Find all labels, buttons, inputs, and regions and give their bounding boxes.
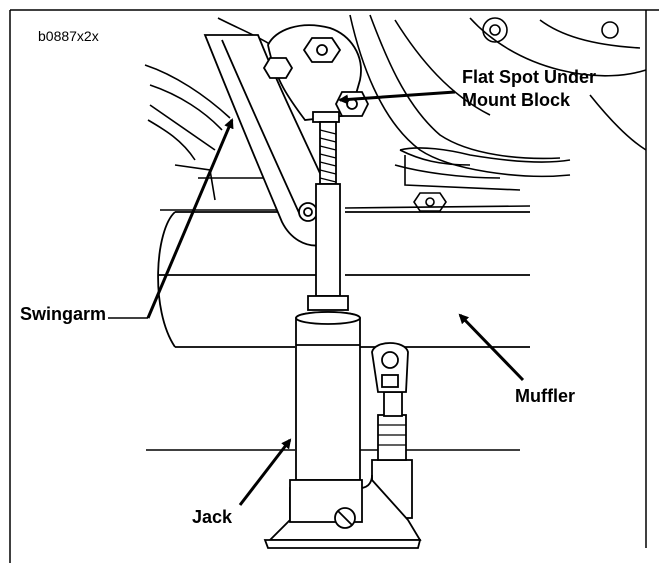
jack-leader — [238, 438, 292, 506]
jack-screw — [312, 111, 341, 297]
figure-code: b0887x2x — [38, 28, 99, 44]
chassis-line-art — [144, 14, 647, 212]
callout-flat-spot-line1: Flat Spot Under — [462, 67, 596, 87]
swingarm-leader — [146, 118, 234, 319]
callout-swingarm: Swingarm — [20, 304, 107, 324]
frame — [9, 9, 659, 563]
mount-block — [262, 24, 370, 121]
jack-body — [263, 295, 422, 549]
callout-jack: Jack — [192, 507, 233, 527]
leader-lines — [146, 90, 525, 506]
callout-flat-spot-line2: Mount Block — [462, 90, 570, 110]
flat-spot-leader — [338, 90, 456, 105]
callout-muffler: Muffler — [515, 386, 575, 406]
muffler-leader — [458, 313, 525, 382]
